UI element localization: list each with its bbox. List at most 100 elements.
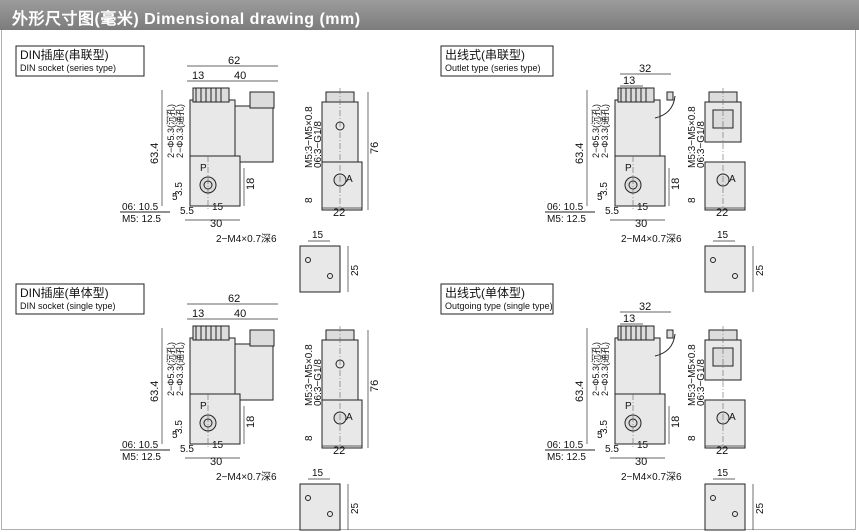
port-note-06: 06: 10.5 <box>547 202 584 213</box>
dim-8: 8 <box>304 197 315 203</box>
dim-13: 13 <box>623 313 635 325</box>
panel-label-box <box>440 45 554 77</box>
dim-8: 8 <box>687 197 698 203</box>
dim-5-5: 5.5 <box>605 444 619 455</box>
base-dim-25: 25 <box>755 502 766 514</box>
dim-5: 5 <box>597 192 603 203</box>
dim-13: 13 <box>192 70 204 82</box>
dim-22: 22 <box>333 207 345 219</box>
din-plug <box>234 343 274 401</box>
dim-76: 76 <box>369 142 381 154</box>
port-g-thread: 06:3−G1/8 <box>313 359 324 406</box>
port-p-label: P <box>200 163 207 174</box>
hole-counterbore: 2−Φ5.3(沉孔) <box>591 104 601 158</box>
base-screw-spec: 2−M4×0.7深6 <box>621 471 682 483</box>
base-screw-spec: 2−M4×0.7深6 <box>216 471 277 483</box>
port-p-label: P <box>625 401 632 412</box>
dim-5: 5 <box>597 430 603 441</box>
port-g-thread: 06:3−G1/8 <box>696 359 707 406</box>
base-plate <box>299 483 341 531</box>
dim-5: 5 <box>172 430 178 441</box>
port-g-thread: 06:3−G1/8 <box>696 121 707 168</box>
dim-76: 76 <box>369 380 381 392</box>
panel-4: 出线式(单体型)Outgoing type (single type)P3213… <box>440 283 766 531</box>
port-m5-thread: M5:3−M5×0.8 <box>687 344 698 406</box>
port-note-m5: M5: 12.5 <box>547 214 586 225</box>
dim-22: 22 <box>333 445 345 457</box>
port-a-label: A <box>346 174 353 185</box>
dim-13: 13 <box>192 308 204 320</box>
port-note-m5: M5: 12.5 <box>547 452 586 463</box>
dim-18: 18 <box>670 178 682 190</box>
cable-gland <box>666 91 674 101</box>
base-hole <box>327 273 333 279</box>
port-note-06: 06: 10.5 <box>122 202 159 213</box>
base-dim-25: 25 <box>755 264 766 276</box>
dim-18: 18 <box>670 416 682 428</box>
port-a-label: A <box>729 412 736 423</box>
port-m5-thread: M5:3−M5×0.8 <box>304 106 315 168</box>
dim-8: 8 <box>687 435 698 441</box>
base-dim-25: 25 <box>350 502 361 514</box>
panel-label-cn: DIN插座(串联型) <box>20 47 109 62</box>
dim-30: 30 <box>635 456 647 468</box>
cable <box>654 95 676 119</box>
base-screw-spec: 2−M4×0.7深6 <box>216 233 277 245</box>
dim-32: 32 <box>639 301 651 313</box>
dim-22: 22 <box>716 445 728 457</box>
base-hole <box>327 511 333 517</box>
hole-through: 2−Φ3.3(通孔) <box>600 104 610 158</box>
dim-3-5: 3.5 <box>599 182 610 196</box>
panel-label-box <box>15 283 145 315</box>
panel-label-cn: DIN插座(单体型) <box>20 285 109 300</box>
panel-label-box <box>15 45 145 77</box>
dim-40: 40 <box>234 308 246 320</box>
hole-through: 2−Φ3.3(通孔) <box>175 342 185 396</box>
base-dim-15: 15 <box>312 230 324 241</box>
dim-3-5: 3.5 <box>174 420 185 434</box>
din-plug <box>234 105 274 163</box>
port-m5-thread: M5:3−M5×0.8 <box>304 344 315 406</box>
dim-62: 62 <box>228 55 240 67</box>
frame-border <box>1 30 856 530</box>
panel-label-en: DIN socket (single type) <box>20 301 116 311</box>
dim-40: 40 <box>234 70 246 82</box>
port-a-label: A <box>346 412 353 423</box>
base-hole <box>305 495 311 501</box>
din-plug-top <box>249 91 275 109</box>
panel-1: DIN插座(串联型)DIN socket (series type) P 62 13 4… <box>15 45 381 293</box>
dim-18: 18 <box>245 416 257 428</box>
dim-3-5: 3.5 <box>174 182 185 196</box>
dim-63-4: 63.4 <box>574 381 586 402</box>
port-p-label: P <box>625 163 632 174</box>
dim-63-4: 63.4 <box>574 143 586 164</box>
dim-30: 30 <box>635 218 647 230</box>
base-plate <box>299 245 341 293</box>
port-a-label: A <box>729 174 736 185</box>
panel-label-cn: 出线式(串联型) <box>445 48 525 62</box>
title-bar: 外形尺寸图(毫米) Dimensional drawing (mm) <box>0 0 859 30</box>
hole-through: 2−Φ3.3(通孔) <box>600 342 610 396</box>
panel-2: 出线式(串联型)Outlet type (series type)P321363… <box>440 45 766 293</box>
dim-15: 15 <box>637 202 649 213</box>
cable-gland <box>666 329 674 339</box>
base-hole <box>732 273 738 279</box>
panel-label-en: DIN socket (series type) <box>20 63 116 73</box>
dim-22: 22 <box>716 207 728 219</box>
panel-label-cn: 出线式(单体型) <box>445 286 525 300</box>
base-dim-15: 15 <box>717 230 729 241</box>
base-hole <box>732 511 738 517</box>
page-title: 外形尺寸图(毫米) Dimensional drawing (mm) <box>12 11 361 28</box>
dim-5-5: 5.5 <box>605 206 619 217</box>
dim-15: 15 <box>637 440 649 451</box>
port-note-m5: M5: 12.5 <box>122 214 161 225</box>
hole-counterbore: 2−Φ5.3(沉孔) <box>166 342 176 396</box>
dim-13: 13 <box>623 75 635 87</box>
din-plug-top <box>249 329 275 347</box>
base-plate <box>704 483 746 531</box>
base-plate <box>704 245 746 293</box>
dim-62: 62 <box>228 293 240 305</box>
dim-5: 5 <box>172 192 178 203</box>
base-screw-spec: 2−M4×0.7深6 <box>621 233 682 245</box>
